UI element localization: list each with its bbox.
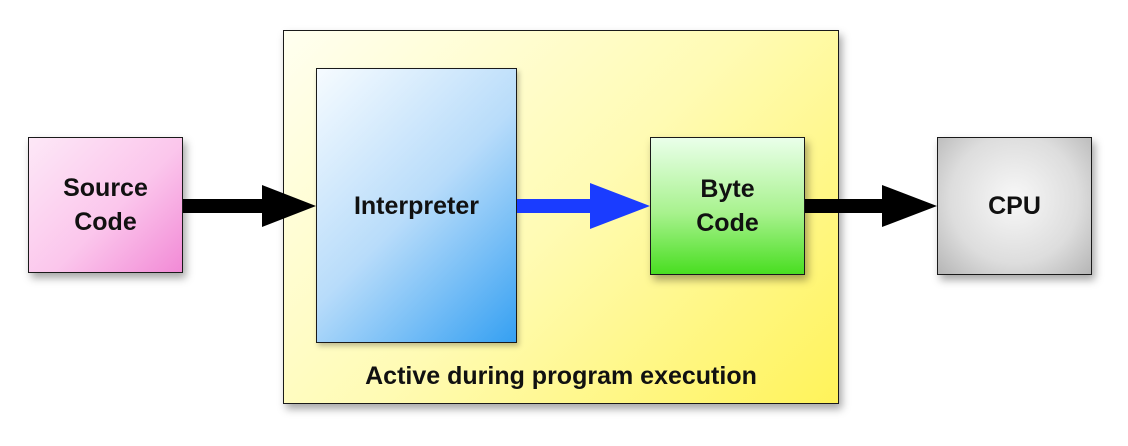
- source-code-label-line-1: Source: [63, 174, 148, 202]
- arrow-bytecode-to-cpu-shaft: [805, 199, 883, 213]
- execution-container-label: Active during program execution: [365, 362, 757, 390]
- byte-code-label-line-1: Byte: [700, 175, 755, 203]
- arrow-bytecode-to-cpu: [805, 185, 937, 227]
- arrow-interpreter-to-bytecode: [517, 183, 650, 229]
- byte-code-label-line-2: Code: [696, 209, 759, 237]
- arrow-source-to-interpreter: [183, 185, 316, 227]
- source-code-node: Source Code: [28, 137, 183, 273]
- arrow-interpreter-to-bytecode-head: [590, 183, 650, 229]
- cpu-node: CPU: [937, 137, 1092, 275]
- source-code-label-line-2: Code: [74, 208, 137, 236]
- cpu-label: CPU: [988, 192, 1041, 220]
- byte-code-node: Byte Code: [650, 137, 805, 275]
- arrow-source-to-interpreter-head: [262, 185, 316, 227]
- interpreter-node: Interpreter: [316, 68, 517, 343]
- interpreter-label: Interpreter: [353, 191, 480, 220]
- arrow-bytecode-to-cpu-head: [882, 185, 937, 227]
- arrow-interpreter-to-bytecode-shaft: [517, 199, 592, 213]
- arrow-source-to-interpreter-shaft: [183, 199, 263, 213]
